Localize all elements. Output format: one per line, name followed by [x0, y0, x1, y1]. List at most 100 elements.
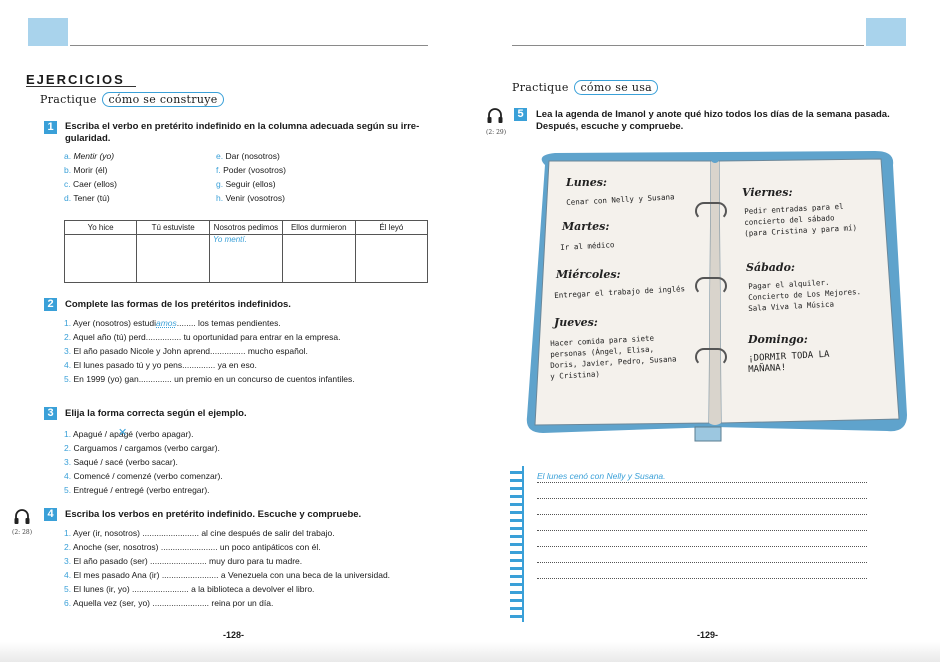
agenda-ring	[695, 277, 727, 295]
agenda-day: Domingo:	[748, 333, 808, 346]
list-item: 4. Comencé / comenzé (verbo comenzar).	[64, 471, 223, 481]
notebook-spiral-edge	[522, 466, 524, 622]
table-answer: Yo mentí.	[213, 235, 247, 244]
corner-tab-right	[866, 18, 906, 46]
audio-track-ref: (2: 29)	[486, 129, 507, 136]
list-item: 1. Ayer (ir, nosotros) .................…	[64, 528, 335, 538]
agenda-ring	[695, 202, 727, 220]
audio-track-ref: (2: 28)	[12, 529, 33, 536]
agenda-day: Lunes:	[566, 176, 607, 189]
writing-line[interactable]	[537, 562, 867, 563]
list-item: 3. El año pasado Nicole y John aprend...…	[64, 346, 308, 356]
agenda-entry-group: Pagar el alquiler. Concierto de Los Mejo…	[748, 278, 861, 314]
section-title-underline	[26, 86, 136, 87]
list-item: 5. Entregué / entregé (verbo entregar).	[64, 485, 210, 495]
instruction-line: gularidad.	[65, 133, 111, 144]
agenda-day: Jueves:	[554, 316, 598, 329]
section-title: EJERCICIOS	[26, 72, 125, 87]
ex1-items-right: e. Dar (nosotros) f. Poder (vosotros) g.…	[216, 151, 286, 204]
agenda-ring	[695, 348, 727, 366]
ex2-items: 1. Ayer (nosotros) estudiamos........ lo…	[64, 318, 355, 385]
practique-header-left: Practique cómo se construye	[40, 92, 224, 107]
exercise-instruction: Elija la forma correcta según el ejemplo…	[65, 408, 247, 419]
list-item: c. Caer (ellos)	[64, 179, 117, 189]
table-header: Tú estuviste	[136, 220, 211, 235]
writing-line[interactable]	[537, 498, 867, 499]
ex4-items: 1. Ayer (ir, nosotros) .................…	[64, 528, 390, 609]
list-item: 5. El lunes (ir, yo) ...................…	[64, 584, 315, 594]
agenda-day: Viernes:	[742, 186, 793, 199]
practique-word: Practique	[40, 93, 97, 106]
cross-out-mark: ✕	[118, 427, 128, 439]
notebook-spiral	[510, 468, 524, 620]
list-item: h. Venir (vosotros)	[216, 193, 285, 203]
list-item: 2. Anoche (ser, nosotros) ..............…	[64, 542, 321, 552]
list-item: b. Morir (él)	[64, 165, 108, 175]
list-item: 4. El lunes pasado tú y yo pens.........…	[64, 360, 257, 370]
list-item: 1. Apagué / apagé (verbo apagar). ✕	[64, 427, 194, 440]
exercise-instruction: Lea la agenda de Imanol y anote qué hizo…	[536, 109, 890, 133]
corner-tab-left	[28, 18, 68, 46]
conjugation-table: Yo hice Tú estuviste Nosotros pedimos El…	[63, 220, 429, 283]
writing-line[interactable]	[537, 514, 867, 515]
list-item: 2. Carguamos / cargamos (verbo cargar).	[64, 443, 220, 453]
page-number-left: -128-	[223, 630, 245, 640]
page-number-right: -129-	[697, 630, 719, 640]
practique-word: Practique	[512, 81, 569, 94]
writing-line[interactable]	[537, 482, 867, 483]
table-cell[interactable]: Yo mentí.	[209, 234, 283, 283]
table-cell[interactable]	[63, 234, 138, 283]
headphones-icon	[486, 107, 504, 125]
list-item: 2. Aquel año (tú) perd............... tu…	[64, 332, 341, 342]
list-item: a. Mentir (yo)	[64, 151, 115, 161]
exercise-instruction: Complete las formas de los pretéritos in…	[65, 299, 291, 310]
list-item: 1. Ayer (nosotros) estudiamos........ lo…	[64, 318, 281, 328]
table-cell[interactable]	[136, 234, 211, 283]
list-item: 4. El mes pasado Ana (ir) ..............…	[64, 570, 391, 580]
exercise-instruction: Escriba los verbos en pretérito indefini…	[65, 509, 362, 520]
agenda-entry-group: Hacer comida para siete personas (Ángel,…	[550, 334, 677, 382]
exercise-number: 2	[44, 298, 57, 311]
agenda-entry-group: Pedir entradas para el concierto del sáb…	[744, 202, 857, 239]
header-rule-left	[70, 45, 428, 46]
list-item: g. Seguir (ellos)	[216, 179, 276, 189]
table-cell[interactable]	[281, 234, 356, 283]
writing-line[interactable]	[537, 546, 867, 547]
table-header: Nosotros pedimos	[209, 220, 283, 235]
writing-line[interactable]	[537, 578, 867, 579]
list-item: 5. En 1999 (yo) gan.............. un pre…	[64, 374, 355, 384]
agenda-illustration	[526, 151, 907, 442]
table-header: Ellos durmieron	[281, 220, 356, 235]
table-cell[interactable]	[354, 234, 429, 283]
exercise-number: 3	[44, 407, 57, 420]
list-item: f. Poder (vosotros)	[216, 165, 286, 175]
exercise-instruction: Escriba el verbo en pretérito indefinido…	[65, 121, 419, 145]
notebook-example-answer: El lunes cenó con Nelly y Susana.	[537, 471, 666, 481]
table-header: Yo hice	[63, 220, 138, 235]
list-item: d. Tener (tú)	[64, 193, 110, 203]
headphones-icon	[13, 508, 31, 526]
practique-oval: cómo se construye	[102, 92, 224, 107]
instruction-line: Después, escuche y compruebe.	[536, 121, 684, 132]
agenda-day: Miércoles:	[556, 268, 621, 281]
writing-line[interactable]	[537, 530, 867, 531]
practique-header-right: Practique cómo se usa	[512, 80, 659, 95]
exercise-number: 1	[44, 121, 57, 134]
header-rule-right	[512, 45, 864, 46]
list-item: 3. El año pasado (ser) .................…	[64, 556, 303, 566]
list-item: 6. Aquella vez (ser, yo) ...............…	[64, 598, 274, 608]
instruction-line: Lea la agenda de Imanol y anote qué hizo…	[536, 109, 890, 120]
ex1-items-left: a. Mentir (yo) b. Morir (él) c. Caer (el…	[64, 151, 117, 204]
list-item: e. Dar (nosotros)	[216, 151, 280, 161]
ex3-items: 1. Apagué / apagé (verbo apagar). ✕ 2. C…	[64, 427, 223, 496]
agenda-day: Sábado:	[746, 261, 795, 274]
agenda-day: Martes:	[562, 220, 610, 233]
instruction-line: Escriba el verbo en pretérito indefinido…	[65, 121, 420, 132]
page-bottom-shadow	[0, 642, 940, 662]
practique-oval: cómo se usa	[574, 80, 659, 95]
agenda-entry-group: ¡DORMIR TODA LA MAÑANA!	[748, 350, 830, 376]
exercise-number: 4	[44, 508, 57, 521]
exercise-number: 5	[514, 108, 527, 121]
list-item: 3. Saqué / sacé (verbo sacar).	[64, 457, 178, 467]
table-header: Él leyó	[354, 220, 429, 235]
